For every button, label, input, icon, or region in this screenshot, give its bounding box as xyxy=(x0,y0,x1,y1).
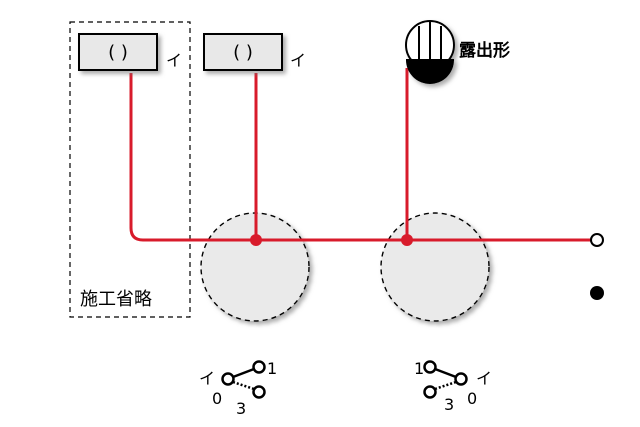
outlet-label: 露出形 xyxy=(459,40,510,61)
switch-1-terminal-3: 3 xyxy=(236,399,246,418)
lamp-2 xyxy=(203,33,283,71)
lamp-1 xyxy=(78,33,158,71)
outlet-icon xyxy=(405,20,455,84)
lamp-2-label: ( ) xyxy=(233,42,253,63)
switch-1-terminal-0: 0 xyxy=(212,389,222,408)
wiring xyxy=(129,68,591,242)
junction-box-2 xyxy=(380,212,490,322)
lamp-1-symbol: イ xyxy=(166,51,182,70)
wire-lamp-1 xyxy=(129,73,591,242)
power-terminal-open xyxy=(590,233,604,247)
three-way-switch-1 xyxy=(221,360,266,399)
lamp-1-label: ( ) xyxy=(108,42,128,63)
switch-1-terminal-1: 1 xyxy=(267,359,277,378)
wire-connection-dot-2 xyxy=(401,234,413,246)
switch-2-terminal-0: 0 xyxy=(467,389,477,408)
switch-1-letter: イ xyxy=(199,369,215,388)
switch-2-terminal-1: 1 xyxy=(414,359,424,378)
omitted-area-label: 施工省略 xyxy=(80,289,152,310)
switch-2-letter: イ xyxy=(476,369,492,388)
switch-2-terminal-3: 3 xyxy=(444,395,454,414)
lamp-2-symbol: イ xyxy=(290,51,306,70)
three-way-switch-2 xyxy=(423,360,468,399)
wire-connection-dot-1 xyxy=(250,234,262,246)
power-terminal-filled xyxy=(590,286,604,300)
